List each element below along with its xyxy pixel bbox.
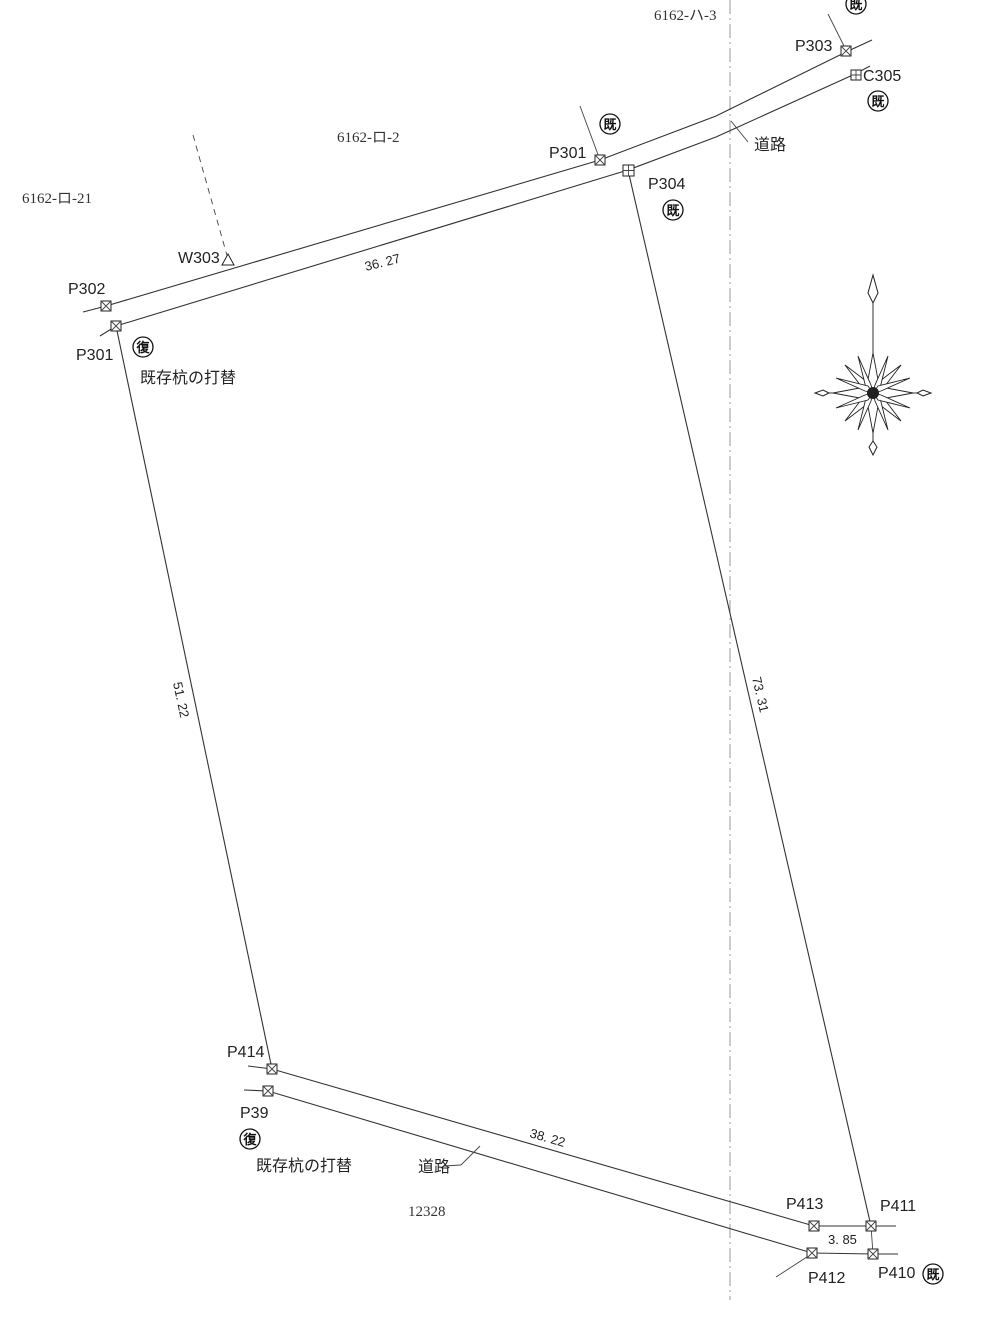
parcel-label-w: 6162-ロ-21 — [22, 191, 92, 207]
point-label-p413: P413 — [786, 1196, 823, 1213]
point-label-c305: C305 — [863, 68, 901, 85]
point-label-p411: P411 — [880, 1198, 916, 1215]
point-label-p303: P303 — [795, 38, 832, 55]
peg-p301-top — [594, 154, 606, 166]
peg-p301-left — [110, 320, 122, 332]
peg-c305 — [850, 69, 862, 81]
existing-mark-c305: 既 — [867, 90, 889, 112]
dimension-east: 73. 31 — [749, 675, 772, 714]
point-label-p301-top: P301 — [549, 145, 586, 162]
parcel-label-n: 6162-ロ-2 — [337, 130, 400, 146]
road-note-top: 道路 — [754, 135, 786, 154]
restored-mark-p39: 復 — [239, 1128, 261, 1150]
parcel-boundary — [115, 169, 872, 1227]
point-label-p410: P410 — [878, 1265, 915, 1282]
existing-mark-p410: 既 — [922, 1263, 944, 1285]
road-note-bottom: 道路 — [418, 1157, 450, 1176]
replacement-note-bottom: 既存杭の打替 — [256, 1156, 352, 1175]
svg-text:復: 復 — [135, 340, 150, 356]
existing-mark-p304: 既 — [662, 199, 684, 221]
point-label-p414: P414 — [227, 1044, 264, 1061]
peg-p414 — [266, 1063, 278, 1075]
north-road — [82, 13, 873, 337]
peg-p413 — [808, 1220, 820, 1232]
svg-text:既: 既 — [666, 204, 679, 219]
restored-mark-p301: 復 — [132, 336, 154, 358]
peg-p39 — [262, 1085, 274, 1097]
point-label-p304: P304 — [648, 176, 685, 193]
svg-text:既: 既 — [926, 1268, 939, 1283]
existing-mark-ne-top: 既 — [845, 0, 867, 15]
point-label-p412: P412 — [808, 1270, 845, 1287]
peg-p412 — [806, 1247, 818, 1259]
point-label-p39: P39 — [240, 1105, 269, 1122]
dimension-west: 51. 22 — [170, 681, 192, 719]
replacement-note-top: 既存杭の打替 — [140, 368, 236, 387]
dimension-north: 36. 27 — [363, 251, 402, 274]
peg-p411 — [865, 1220, 877, 1232]
svg-text:既: 既 — [849, 0, 862, 13]
parcel-label-s: 12328 — [408, 1204, 446, 1220]
svg-text:既: 既 — [603, 118, 616, 133]
compass-rose-icon — [813, 273, 933, 457]
peg-w303 — [221, 252, 235, 266]
peg-p410 — [867, 1248, 879, 1260]
svg-text:既: 既 — [871, 95, 884, 110]
peg-p304 — [622, 164, 635, 177]
parcel-label-ne: 6162-ハ-3 — [654, 8, 717, 24]
peg-p303 — [840, 45, 852, 57]
point-label-p302: P302 — [68, 281, 105, 298]
point-label-w303: W303 — [178, 250, 220, 267]
svg-text:復: 復 — [242, 1132, 257, 1148]
dimension-se-short: 3. 85 — [828, 1232, 857, 1247]
point-label-p301-left: P301 — [76, 347, 113, 364]
peg-p302 — [100, 300, 112, 312]
existing-mark-p301-top: 既 — [599, 113, 621, 135]
dimension-south: 38. 22 — [528, 1125, 567, 1149]
